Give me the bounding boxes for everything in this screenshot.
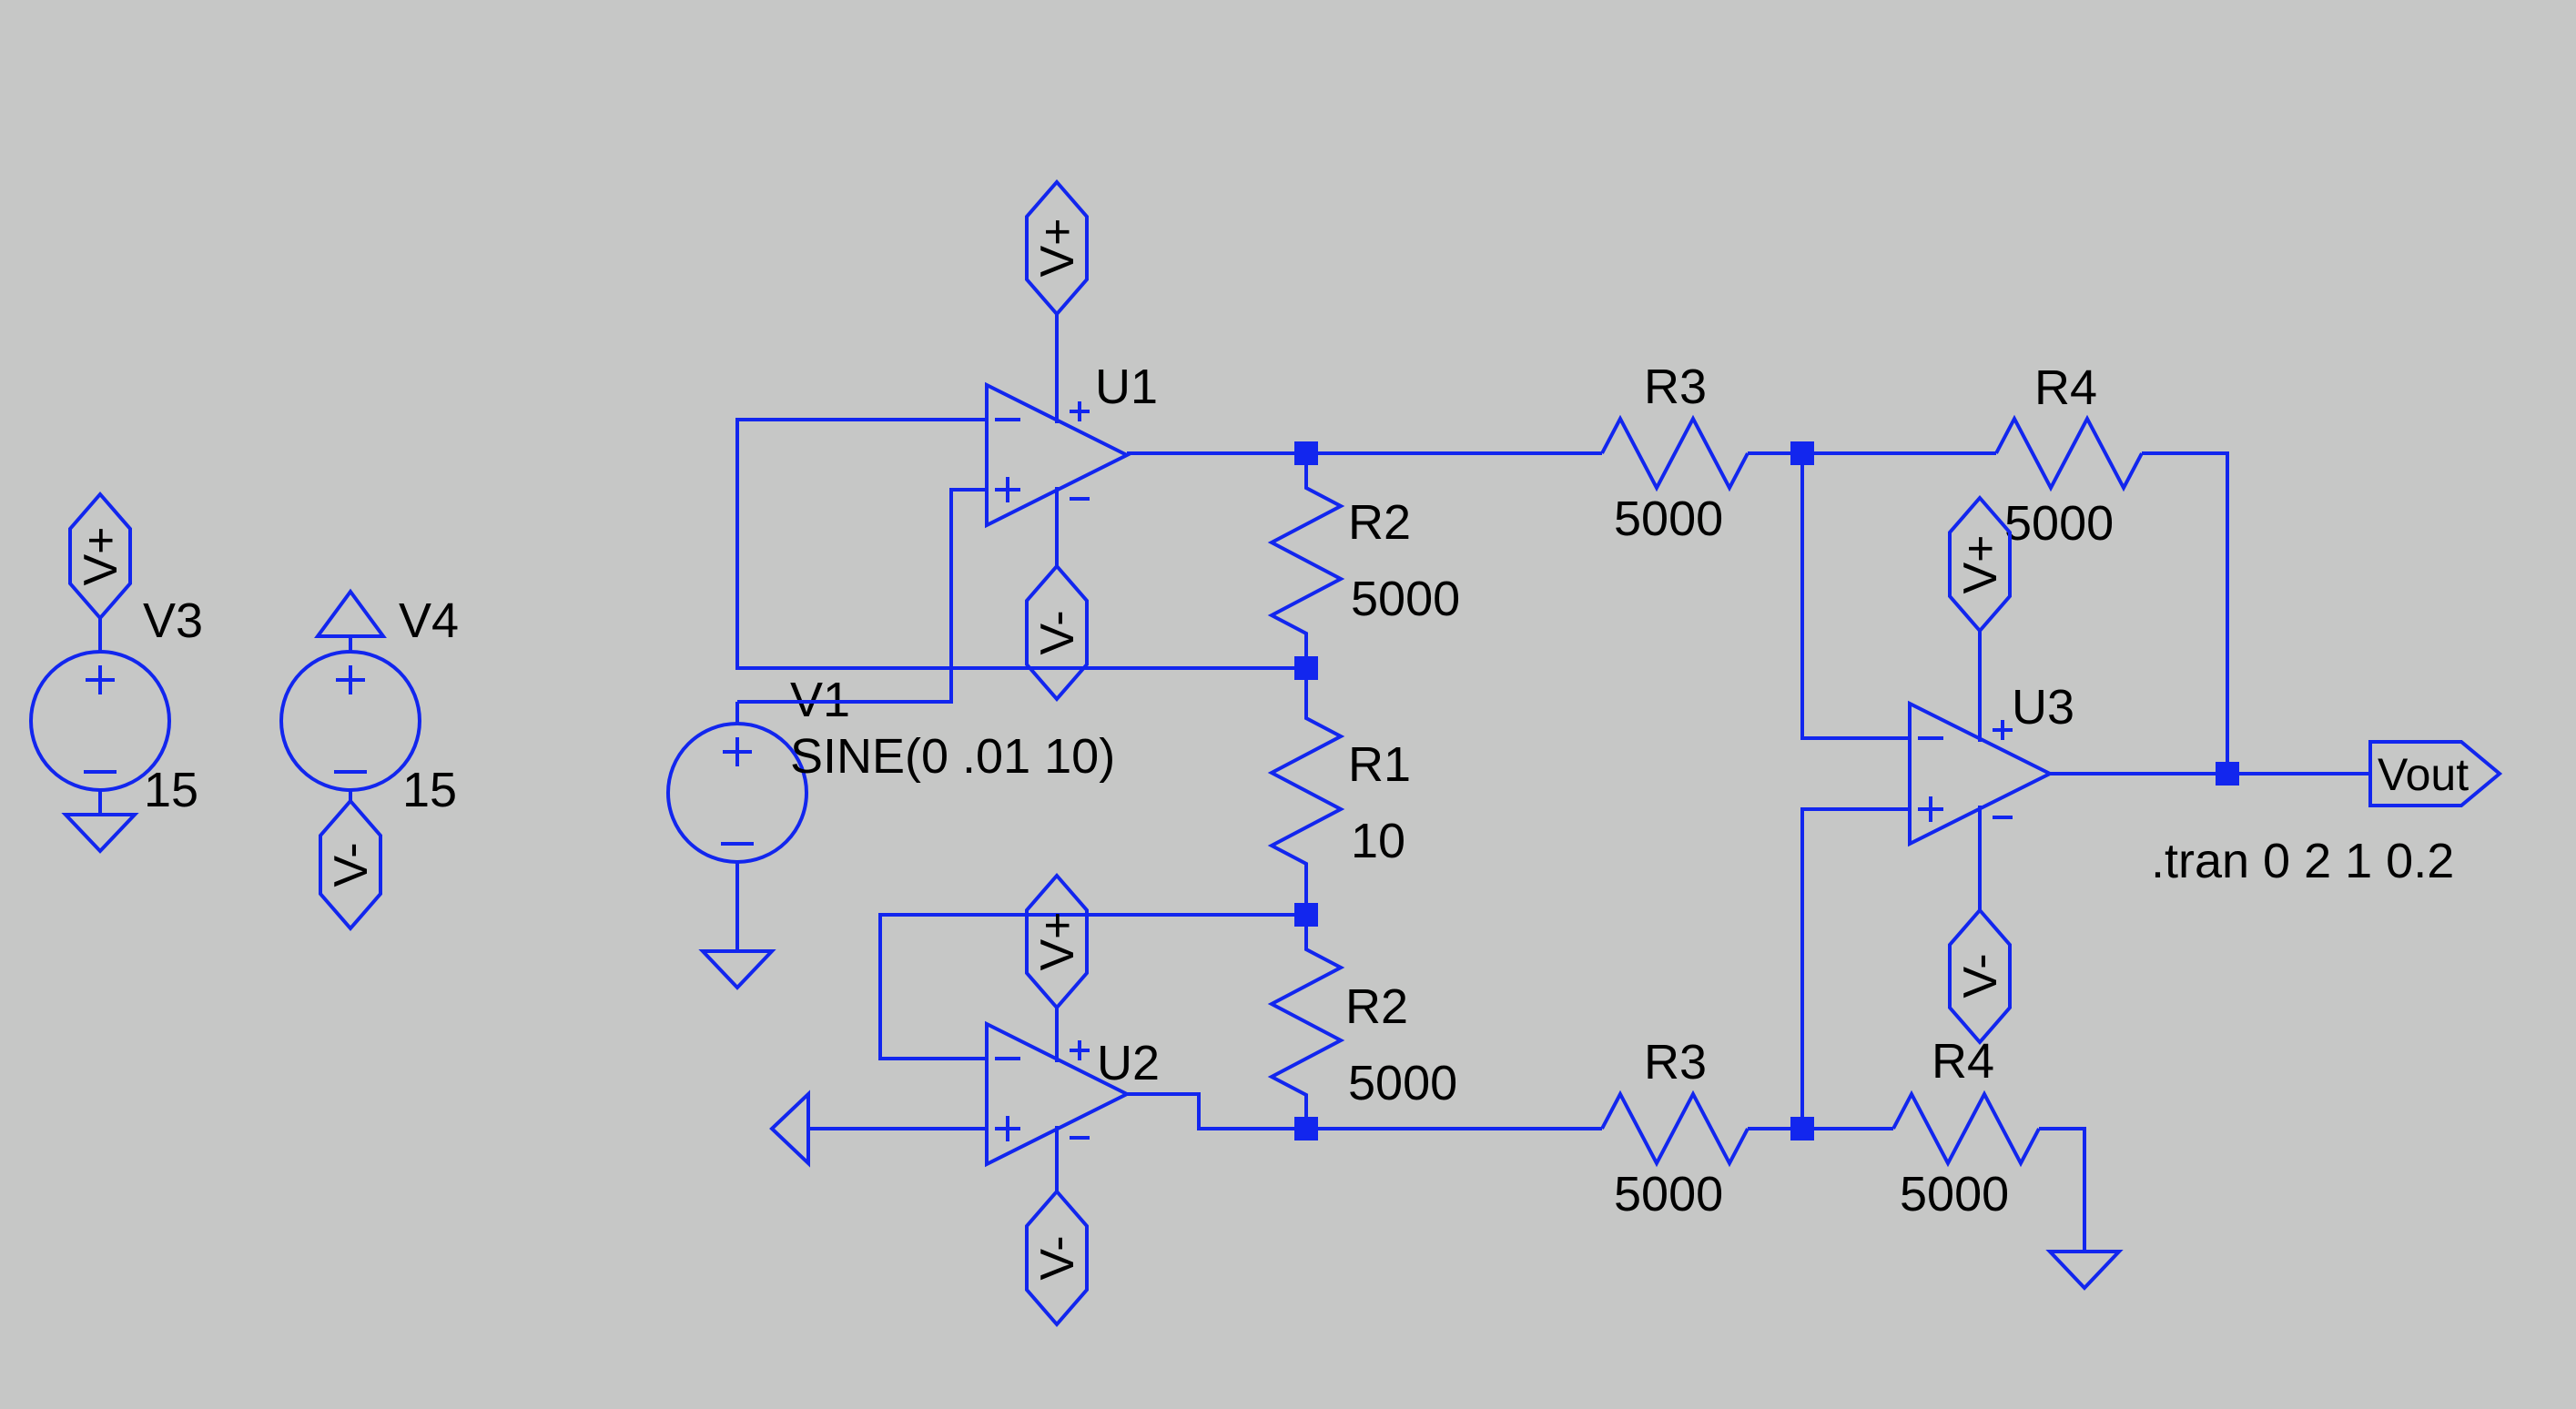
resistor-body[interactable] (1600, 1090, 1749, 1168)
voltage-source-v1[interactable]: V1 SINE(0 .01 10) (666, 673, 1115, 990)
wire-u1-noninv-input[interactable] (737, 488, 987, 704)
component-value[interactable]: 5000 (2004, 496, 2114, 551)
net-flag-label: V- (1954, 953, 2007, 998)
component-name[interactable]: R4 (2034, 360, 2097, 415)
resistor-r4-bottom[interactable]: R4 5000 (1891, 1034, 2041, 1221)
wire-r4-to-ground[interactable] (2039, 1127, 2086, 1252)
net-flag-vplus[interactable] (1025, 178, 1089, 318)
resistor-body[interactable] (1267, 668, 1345, 915)
component-name[interactable]: U2 (1097, 1036, 1160, 1090)
component-value[interactable]: 5000 (1614, 492, 1723, 546)
vplus-supply-mark (1070, 1040, 1090, 1060)
ground-symbol[interactable] (769, 1090, 810, 1168)
junction-dot (1294, 441, 1318, 465)
output-flag-vout[interactable]: Vout (2368, 740, 2503, 807)
noninverting-input-mark (995, 477, 1020, 502)
net-flag-vminus[interactable] (1948, 907, 2012, 1046)
net-flag-label: V+ (1031, 911, 1084, 970)
net-flag-label: Vout (2378, 749, 2469, 800)
net-flag-vminus[interactable] (1025, 1188, 1089, 1328)
ground-symbol[interactable] (61, 813, 139, 854)
net-flag-label: V- (1031, 610, 1084, 654)
component-name[interactable]: R1 (1348, 737, 1411, 792)
wire-u2-feedback[interactable] (878, 913, 1306, 1060)
vplus-supply-mark (1070, 401, 1090, 421)
resistor-r1[interactable]: R1 10 (1267, 668, 1411, 915)
junction-dot (1294, 1117, 1318, 1140)
ground-left-arrow[interactable] (769, 1090, 810, 1168)
component-name[interactable]: R3 (1644, 360, 1707, 414)
net-flag-vplus[interactable] (1025, 872, 1089, 1011)
net-flag-label: V+ (1031, 218, 1084, 277)
net-flag-label: V+ (1954, 534, 2007, 593)
spice-directive[interactable]: .tran 0 2 1 0.2 (2151, 834, 2454, 888)
wires-bottom-row[interactable] (1306, 1127, 2086, 1252)
wire-to-u3-noninverting[interactable] (1800, 807, 1910, 1129)
resistor-body[interactable] (1600, 414, 1749, 492)
wire-r4-to-output[interactable] (2142, 451, 2229, 774)
component-value[interactable]: 5000 (1900, 1167, 2009, 1221)
component-name[interactable]: U1 (1095, 360, 1158, 414)
wires-u1-area[interactable] (735, 418, 1306, 704)
component-value[interactable]: 5000 (1351, 572, 1460, 626)
component-value[interactable]: 15 (402, 763, 457, 817)
ground-symbol[interactable] (698, 949, 776, 990)
component-name[interactable]: V3 (143, 593, 203, 648)
wire-u1-feedback[interactable] (735, 418, 1306, 670)
wire-u2-output[interactable] (1127, 1092, 1306, 1130)
resistor-body[interactable] (1994, 414, 2144, 492)
vplus-supply-mark (1993, 720, 2013, 740)
plus-mark (336, 665, 365, 694)
component-name[interactable]: R4 (1932, 1034, 1994, 1089)
component-value[interactable]: 10 (1351, 814, 1405, 868)
resistor-body[interactable] (1267, 453, 1345, 668)
net-flag-label: V- (1031, 1235, 1084, 1280)
junction-dot (2216, 762, 2239, 786)
junction-dot (1294, 656, 1318, 680)
opamp-u3[interactable]: V+ V- U3 (1908, 494, 2074, 1046)
wires-u2-area[interactable] (808, 913, 1306, 1130)
junctions (1294, 441, 2239, 1140)
resistor-r4-top[interactable]: R4 5000 (1994, 360, 2144, 551)
opamp-u2[interactable]: V+ V- U2 (985, 872, 1160, 1328)
voltage-source-v3[interactable]: V+ V3 15 (29, 491, 203, 854)
resistor-body[interactable] (1891, 1090, 2041, 1168)
resistor-r3-top[interactable]: R3 5000 (1600, 360, 1749, 546)
wires-top-row[interactable] (1306, 451, 2229, 1129)
voltage-source-v4[interactable]: V- V4 15 (279, 588, 459, 932)
ground-symbol[interactable] (2045, 1250, 2124, 1291)
resistor-r2-top[interactable]: R2 5000 (1267, 453, 1460, 668)
net-flag-vplus[interactable] (1948, 494, 2012, 634)
junction-dot (1294, 903, 1318, 927)
opamp-u1[interactable]: V+ V- U1 (985, 178, 1158, 703)
wire-to-u3-inverting[interactable] (1800, 453, 1910, 740)
resistor-r3-bottom[interactable]: R3 5000 (1600, 1035, 1749, 1221)
component-name[interactable]: R2 (1345, 979, 1408, 1034)
plus-mark (723, 737, 752, 766)
noninverting-input-mark (1918, 796, 1943, 822)
component-name[interactable]: R2 (1348, 495, 1411, 550)
component-value[interactable]: 5000 (1348, 1056, 1457, 1110)
net-flag-label: V- (325, 842, 378, 887)
plus-mark (86, 665, 115, 694)
component-name[interactable]: R3 (1644, 1035, 1707, 1090)
junction-dot (1790, 1117, 1814, 1140)
net-flag-vminus[interactable] (1025, 563, 1089, 703)
component-value[interactable]: 5000 (1614, 1167, 1723, 1221)
up-arrow-flag[interactable] (314, 588, 387, 638)
junction-dot (1790, 441, 1814, 465)
net-flag-label: V+ (75, 526, 127, 585)
component-value[interactable]: 15 (144, 763, 198, 817)
component-value[interactable]: SINE(0 .01 10) (790, 729, 1115, 784)
component-name[interactable]: U3 (2012, 680, 2074, 735)
vout-flag[interactable] (2368, 740, 2503, 807)
resistor-r2-bottom[interactable]: R2 5000 (1267, 915, 1457, 1129)
noninverting-input-mark (995, 1116, 1020, 1141)
net-flag-vminus[interactable] (319, 797, 382, 932)
ground-bottom-right[interactable] (2045, 1250, 2124, 1291)
resistor-body[interactable] (1267, 915, 1345, 1129)
component-name[interactable]: V4 (399, 593, 459, 648)
